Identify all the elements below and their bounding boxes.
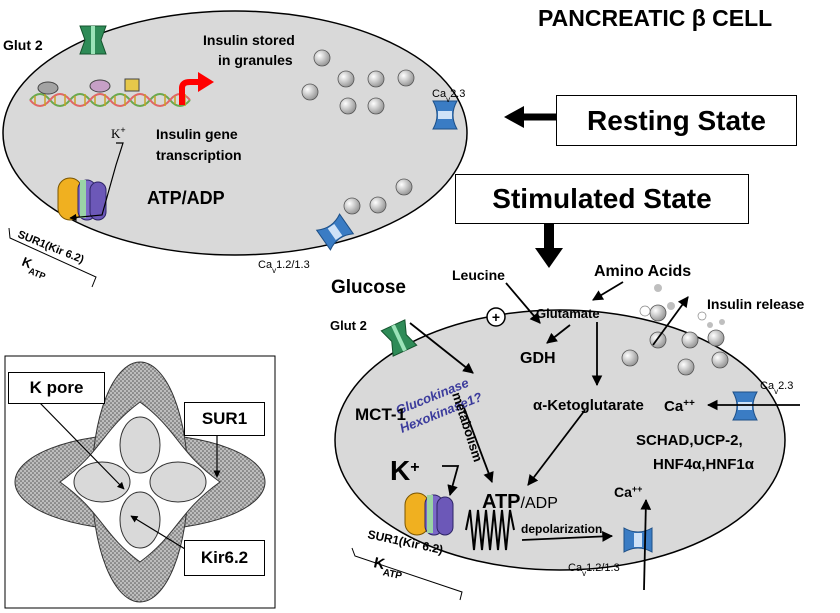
sur1-box: SUR1 [184, 402, 265, 436]
kir62-box: Kir6.2 [184, 540, 265, 576]
katp-stimulated-icon [404, 492, 454, 536]
insulin-stored-label-1: Insulin stored [203, 32, 295, 48]
glut2-stimulated-label: Glut 2 [330, 318, 367, 333]
gene-transcription-arrowhead-icon [198, 72, 214, 92]
atp-adp-stimulated-label: ATP/ADP [482, 491, 558, 513]
k-pore-box: K pore [8, 372, 105, 404]
schad-label: SCHAD,UCP-2, [636, 432, 743, 449]
alpha-ketoglutarate-label: α-Ketoglutarate [533, 397, 644, 414]
gdh-label: GDH [520, 350, 556, 367]
gene-transcription-arrow-icon [179, 79, 200, 105]
depolarization-zigzag-icon [465, 509, 515, 551]
ca-out-label: Ca++ [614, 484, 642, 500]
glut2-resting-label: Glut 2 [3, 37, 43, 53]
plus-label: + [492, 309, 500, 325]
katp-resting-label: KATP [18, 254, 50, 282]
insulin-stored-label-2: in granules [218, 52, 293, 68]
hnf-label: HNF4α,HNF1α [653, 456, 755, 473]
stimulation-plus-icon [486, 307, 506, 327]
mct1-label: MCT-1 [355, 405, 406, 424]
glutamate-label: Glutamate [536, 306, 600, 321]
k-ion-resting-label: K+ [111, 125, 126, 141]
cav1-2-stimulated-icon [623, 527, 653, 553]
katp-structure-icon [14, 361, 266, 603]
ca-in-label: Ca++ [664, 398, 695, 416]
amino-acids-label: Amino Acids [594, 263, 691, 280]
glucose-label: Glucose [331, 277, 406, 298]
cav1-2-stimulated-label: Cav1.2/1.3 [568, 562, 620, 578]
cav1-2-resting-label: Cav1.2/1.3 [258, 259, 310, 275]
resting-cell [2, 10, 468, 256]
resting-state-box: Resting State [556, 95, 797, 146]
pathway-arrows [409, 281, 800, 591]
cav2-3-stimulated-icon [732, 391, 758, 421]
page-title: PANCREATIC β CELL [538, 5, 772, 31]
atp-adp-resting-label: ATP/ADP [147, 188, 225, 208]
depolarization-label: depolarization [521, 522, 602, 536]
insulin-gene-label-2: transcription [156, 147, 242, 163]
insulin-release-label: Insulin release [707, 296, 804, 312]
katp-resting-icon [57, 177, 107, 221]
cav2-3-stimulated-label: Cav2.3 [760, 380, 793, 396]
cav2-3-resting-icon [432, 100, 458, 130]
stimulated-state-box: Stimulated State [455, 174, 749, 224]
cav2-3-resting-label: Cav2.3 [432, 88, 465, 104]
katp-stimulated-label: KATP [371, 554, 405, 581]
insulin-gene-label-1: Insulin gene [156, 126, 238, 142]
dna-strand-icon [29, 78, 191, 107]
k-ion-stimulated-label: K+ [390, 455, 420, 486]
leucine-label: Leucine [452, 267, 505, 283]
